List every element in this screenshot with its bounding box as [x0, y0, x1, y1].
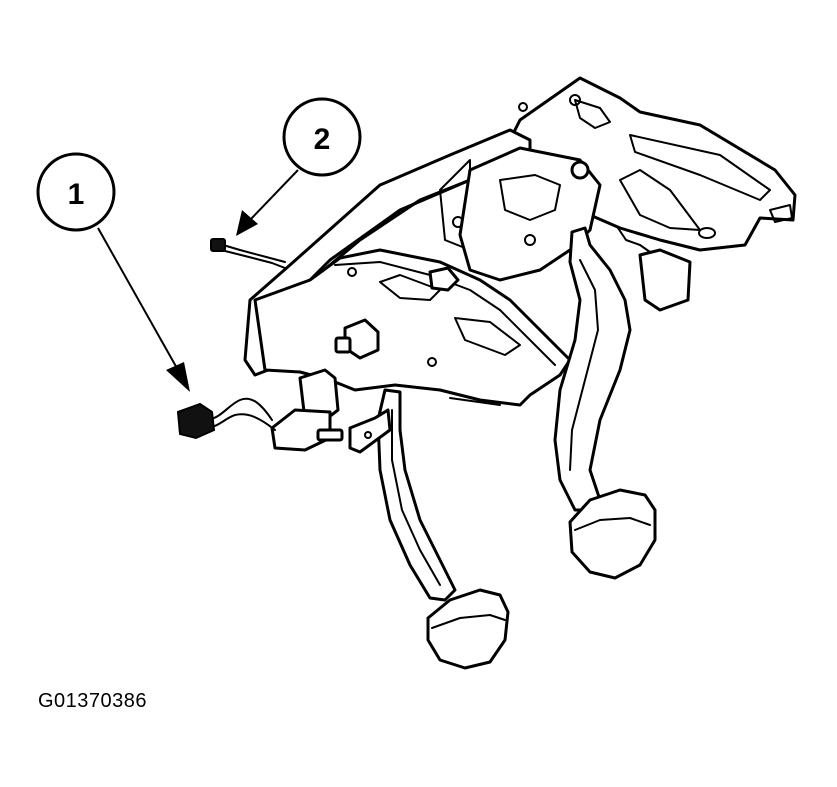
clutch-pedal: [553, 226, 657, 580]
callout-1: 1: [36, 152, 116, 232]
callout-1-label: 1: [68, 178, 85, 211]
leader-arrow-1: [97, 227, 190, 392]
figure-code: G01370386: [38, 690, 148, 712]
leader-arrow-2: [236, 169, 299, 236]
callout-2-label: 2: [314, 123, 331, 156]
brake-pedal: [348, 388, 510, 670]
callout-2: 2: [282, 97, 362, 177]
pin-retainer: [210, 238, 286, 269]
switch-and-connector: [176, 368, 344, 452]
pedal-bracket: [243, 76, 797, 407]
